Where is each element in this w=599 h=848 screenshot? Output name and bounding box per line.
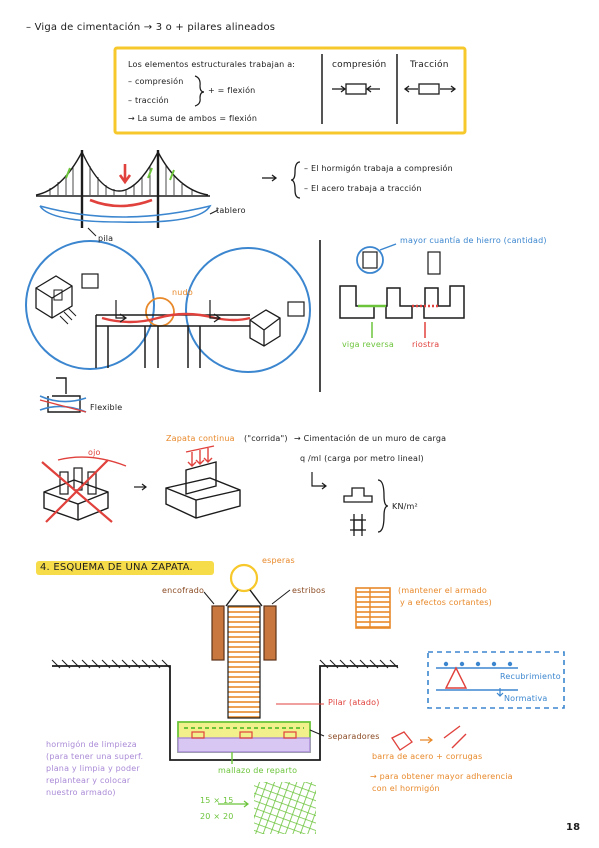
label-mantener-2: y a efectos cortantes) bbox=[400, 598, 492, 607]
footing-scheme bbox=[51, 563, 565, 834]
box-flexion: + = flexión bbox=[208, 86, 256, 95]
label-adherencia-2: con el hormigón bbox=[372, 784, 440, 793]
label-encofrado: encofrado bbox=[162, 586, 205, 595]
label-estribos: estribos bbox=[292, 586, 326, 595]
label-recubrimiento: Recubrimiento bbox=[500, 672, 561, 681]
frame-sketch bbox=[25, 240, 311, 413]
box-col-compression: compresión bbox=[332, 60, 387, 70]
label-mantener-1: (mantener el armado bbox=[398, 586, 487, 595]
label-viga-reversa: viga reversa bbox=[342, 340, 394, 349]
label-adherencia-1: → para obtener mayor adherencia bbox=[370, 772, 513, 781]
label-limpieza-2: (para tener una superf. bbox=[46, 752, 144, 761]
label-flexible: Flexible bbox=[90, 403, 123, 412]
note-concrete: – El hormigón trabaja a compresión bbox=[304, 164, 453, 173]
label-separadores: separadores bbox=[328, 732, 380, 741]
section-title-highlight bbox=[36, 561, 214, 575]
label-limpieza-4: replantear y colocar bbox=[46, 776, 131, 785]
note-steel: – El acero trabaja a tracción bbox=[304, 184, 422, 193]
grade-beam-sketch bbox=[339, 243, 465, 338]
box-item-compression: – compresión bbox=[128, 77, 184, 86]
box-intro: Los elementos estructurales trabajan a: bbox=[128, 60, 296, 69]
label-mesh-15: 15 × 15 bbox=[200, 796, 234, 805]
label-limpieza-3: plana y limpia y poder bbox=[46, 764, 140, 773]
label-carga-lineal: q /ml (carga por metro lineal) bbox=[300, 454, 424, 463]
label-pila: pila bbox=[98, 234, 114, 243]
page-header: – Viga de cimentación → 3 o + pilares al… bbox=[26, 22, 276, 33]
label-esperas: esperas bbox=[262, 556, 295, 565]
label-kn: KN/m² bbox=[392, 502, 418, 511]
box-sum: → La suma de ambos = flexión bbox=[128, 114, 258, 123]
bridge-sketch bbox=[35, 150, 301, 237]
label-mesh-20: 20 × 20 bbox=[200, 812, 234, 821]
label-cimentacion: → Cimentación de un muro de carga bbox=[294, 434, 447, 443]
box-item-tension: – tracción bbox=[128, 96, 169, 105]
label-nudo: nudo bbox=[172, 288, 193, 297]
label-ojo: ojo bbox=[88, 448, 101, 457]
label-limpieza-1: hormigón de limpieza bbox=[46, 740, 137, 749]
section-title: 4. ESQUEMA DE UNA ZAPATA. bbox=[40, 562, 193, 573]
label-mallazo: mallazo de reparto bbox=[218, 766, 298, 775]
label-pilar: Pilar (atado) bbox=[328, 698, 380, 707]
label-tablero: tablero bbox=[216, 206, 246, 215]
box-col-tension: Tracción bbox=[410, 60, 449, 70]
summary-box bbox=[113, 46, 467, 135]
label-mayor-cuantia: mayor cuantía de hierro (cantidad) bbox=[400, 236, 547, 245]
label-normativa: Normativa bbox=[504, 694, 548, 703]
label-limpieza-5: nuestro armado) bbox=[46, 788, 116, 797]
page-number: 18 bbox=[566, 822, 581, 833]
footing-sketches bbox=[41, 445, 389, 536]
label-zapata-continua: Zapata continua bbox=[166, 434, 235, 443]
label-barra: barra de acero + corrugas bbox=[372, 752, 483, 761]
label-corrida: ("corrida") bbox=[244, 434, 288, 443]
label-riostra: riostra bbox=[412, 340, 440, 349]
